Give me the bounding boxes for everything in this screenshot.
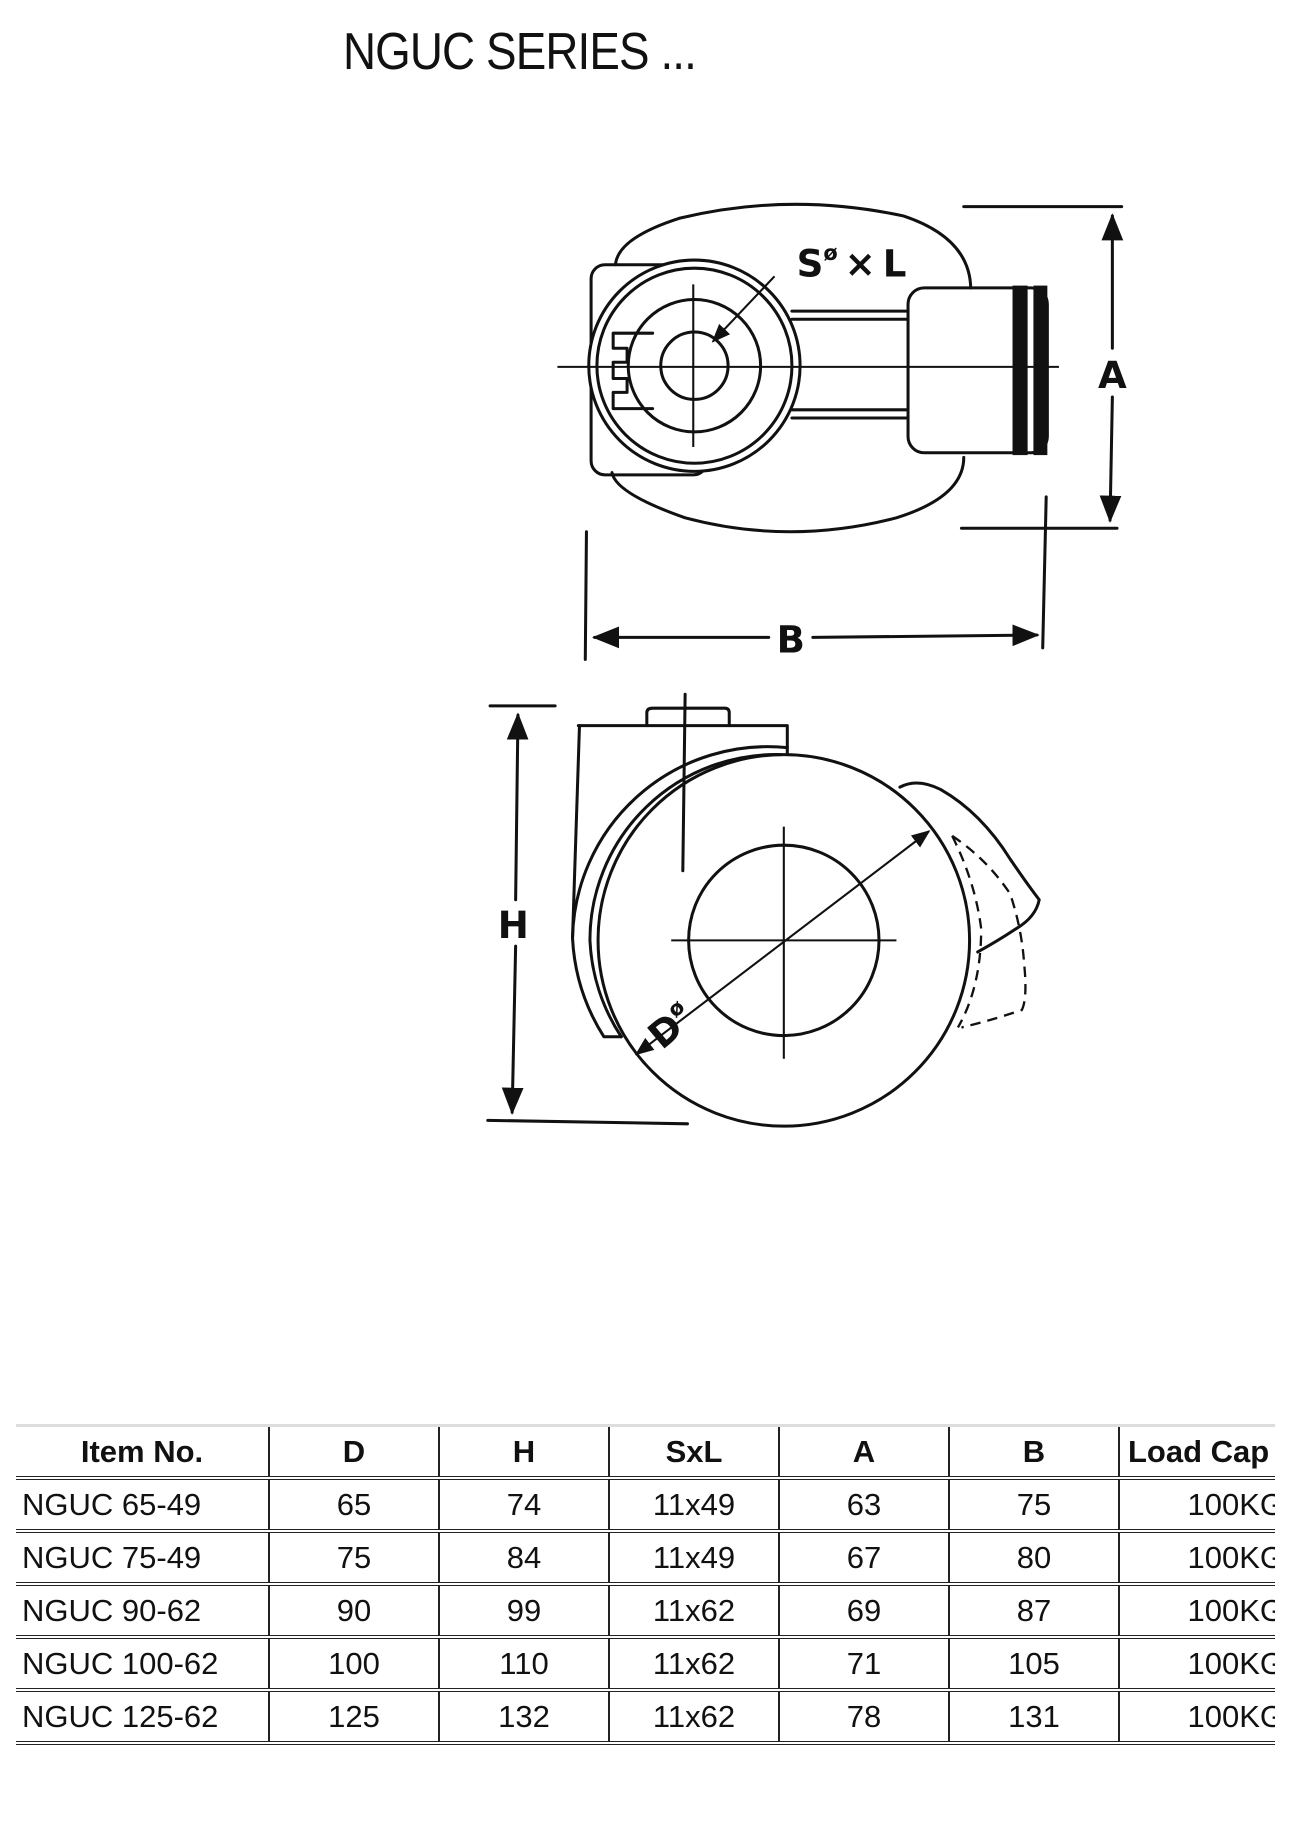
cell-sxl: 11x62: [608, 1690, 779, 1743]
cell-item-no: NGUC 90-62: [22, 1592, 202, 1628]
cell-sxl: 11x49: [608, 1478, 779, 1531]
outer-ring: [587, 258, 802, 473]
cell-item-no: NGUC 100-62: [22, 1645, 219, 1681]
cell-a: 71: [778, 1637, 949, 1690]
specifications-table: Item No. D H SxL A B Load Cap NGUC 65-49…: [16, 1424, 1275, 1745]
notch-detail: [611, 331, 655, 411]
bracket-top: [576, 724, 789, 757]
cell-d: 75: [268, 1531, 439, 1584]
guard-arc-inner: [588, 753, 784, 1039]
dimension-b-label: B: [777, 618, 805, 661]
cell-d: 125: [268, 1690, 439, 1743]
cell-item-no: NGUC 75-49: [22, 1539, 202, 1575]
cell-h: 84: [438, 1531, 609, 1584]
cell-a: 67: [778, 1531, 949, 1584]
header-load-cap: Load Cap: [1118, 1425, 1275, 1478]
cell-h: 132: [438, 1690, 609, 1743]
cell-b: 105: [948, 1637, 1119, 1690]
mount-plate: [645, 706, 731, 728]
cell-a: 78: [778, 1690, 949, 1743]
table-row: NGUC 65-49 65 74 11x49 63 75 100KG: [16, 1478, 1275, 1531]
cell-load-cap: 100KG: [1118, 1637, 1275, 1690]
cell-sxl: 11x49: [608, 1531, 779, 1584]
table-row: NGUC 100-62 100 110 11x62 71 105 100KG: [16, 1637, 1275, 1690]
table-header-row: Item No. D H SxL A B Load Cap: [16, 1425, 1275, 1478]
axle-hole: [659, 330, 730, 401]
cell-b: 87: [948, 1584, 1119, 1637]
cell-sxl: 11x62: [608, 1637, 779, 1690]
shaft-leader: [711, 275, 776, 343]
cell-h: 99: [438, 1584, 609, 1637]
cell-load-cap: 100KG: [1118, 1584, 1275, 1637]
table-row: NGUC 90-62 90 99 11x62 69 87 100KG: [16, 1584, 1275, 1637]
header-h: H: [438, 1425, 609, 1478]
cell-d: 100: [268, 1637, 439, 1690]
brake-lever-dashed: [951, 834, 1027, 1029]
body-outline-bottom: [610, 455, 966, 534]
dimension-a-label: A: [1098, 354, 1127, 397]
header-item-no: Item No.: [80, 1433, 204, 1469]
shaft-label: Sø×L: [797, 241, 907, 285]
cell-h: 110: [438, 1637, 609, 1690]
hub-ring: [626, 298, 763, 434]
top-view: Sø×L A B: [557, 202, 1127, 661]
cell-b: 131: [948, 1690, 1119, 1743]
cell-d: 65: [268, 1478, 439, 1531]
guard-arc-outer: [571, 745, 789, 1039]
header-sxl: SxL: [608, 1425, 779, 1478]
table-row: NGUC 125-62 125 132 11x62 78 131 100KG: [16, 1690, 1275, 1743]
cell-b: 75: [948, 1478, 1119, 1531]
body-outline-top: [613, 202, 973, 290]
cell-load-cap: 100KG: [1118, 1690, 1275, 1743]
cell-d: 90: [268, 1584, 439, 1637]
cell-a: 69: [778, 1584, 949, 1637]
table-row: NGUC 75-49 75 84 11x49 67 80 100KG: [16, 1531, 1275, 1584]
dimension-h-label: H: [498, 904, 529, 947]
cell-load-cap: 100KG: [1118, 1531, 1275, 1584]
cell-h: 74: [438, 1478, 609, 1531]
brake-lever: [898, 781, 1041, 954]
page-title: NGUC SERIES ...: [343, 23, 697, 81]
header-a: A: [778, 1425, 949, 1478]
header-b: B: [948, 1425, 1119, 1478]
diameter-line: [634, 830, 931, 1056]
side-view: H Dø: [486, 692, 1041, 1128]
tread-band: [1033, 285, 1048, 456]
cell-item-no: NGUC 125-62: [22, 1698, 219, 1734]
cell-load-cap: 100KG: [1118, 1478, 1275, 1531]
cell-sxl: 11x62: [608, 1584, 779, 1637]
bracket-side: [571, 724, 581, 940]
cell-b: 80: [948, 1531, 1119, 1584]
wheel-outer: [596, 753, 972, 1128]
cell-item-no: NGUC 65-49: [22, 1486, 202, 1522]
cell-a: 63: [778, 1478, 949, 1531]
tread-band: [1012, 285, 1028, 456]
swivel-axis: [681, 692, 687, 873]
dimension-d-label: Dø: [639, 995, 702, 1058]
header-d: D: [268, 1425, 439, 1478]
